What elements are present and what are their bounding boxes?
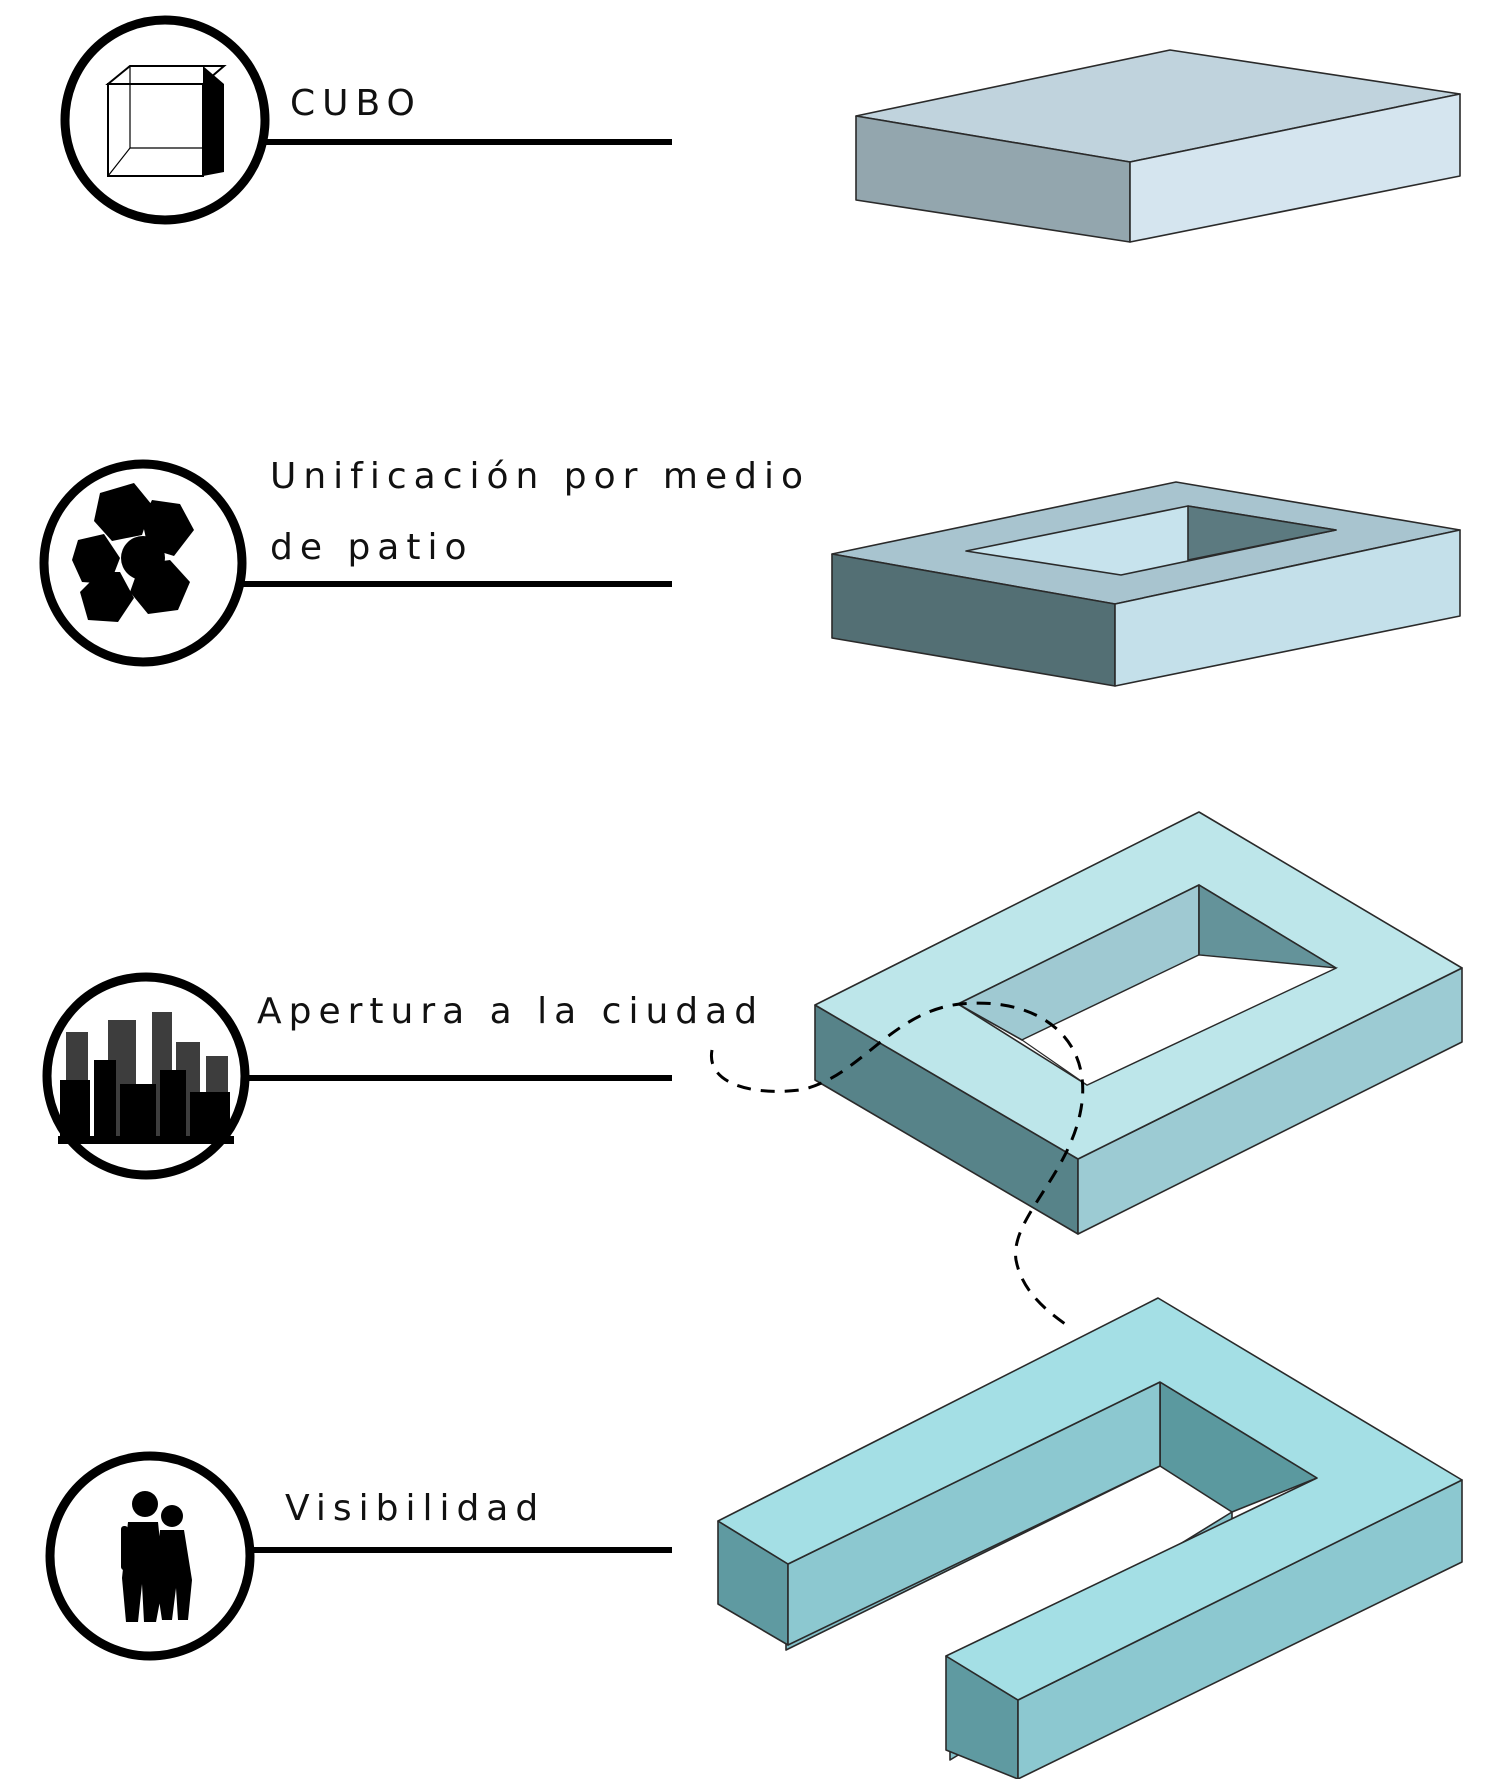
city-skyline-icon [42,972,250,1180]
block2-court-wall [1187,505,1337,561]
block1-right-face [1129,93,1461,243]
step-cubo: CUBO [60,15,1461,243]
massing-block-u [717,1297,1463,1779]
hands-circle-icon [39,459,247,667]
people-embrace-icon [45,1451,255,1661]
massing-block-patio [831,481,1461,687]
step-patio: Unificación por medio de patio [39,456,1461,687]
block3-court-opening [1020,954,1339,1086]
dashed-flow-line [709,1001,1085,1328]
block2-right-face [1114,529,1461,687]
block4-top-face [717,1297,1463,1701]
massing-block-open [814,811,1463,1235]
step-label-apertura: Apertura a la ciudad [257,991,764,1032]
step-label-patio-line1: Unificación por medio [270,456,810,497]
step-label-cubo: CUBO [290,83,422,124]
cube-icon [60,15,270,225]
step-apertura: Apertura a la ciudad [42,811,1463,1328]
step-visibilidad: Visibilidad [45,1297,1463,1779]
step-label-visibilidad: Visibilidad [285,1488,545,1529]
step-label-patio-line2: de patio [270,527,474,568]
massing-block-solid [855,49,1461,243]
